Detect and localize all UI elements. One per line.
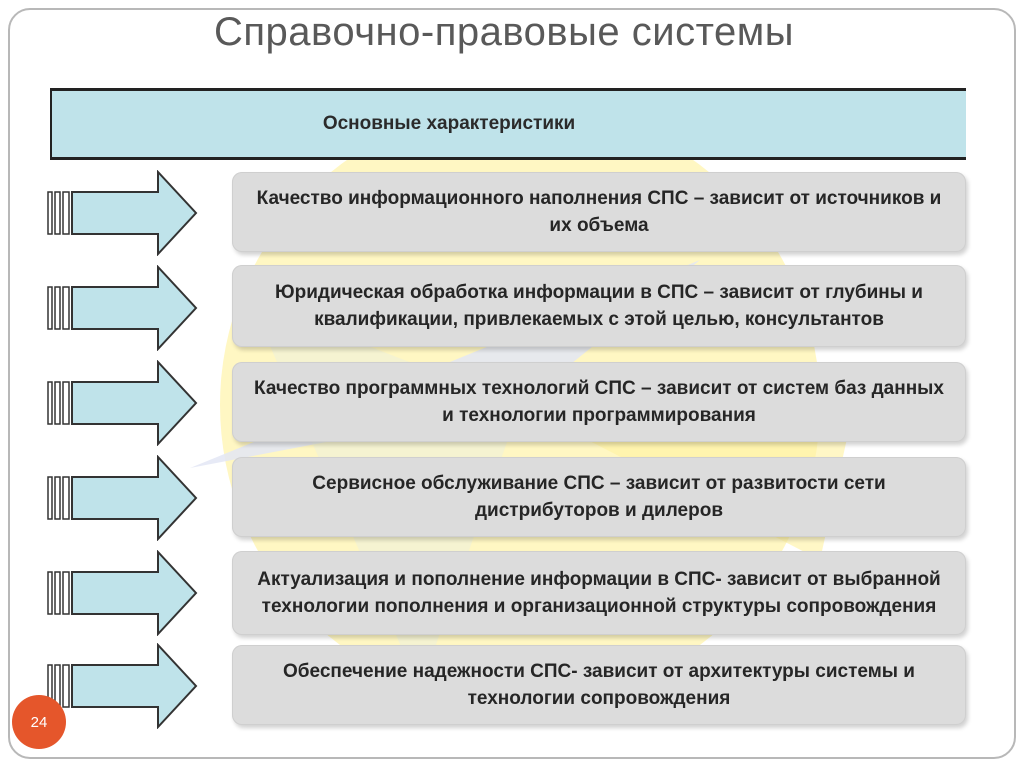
- characteristic-card: Сервисное обслуживание СПС – зависит от …: [232, 457, 966, 537]
- arrow-icon: [47, 265, 198, 351]
- arrow-icon: [47, 360, 198, 446]
- arrow-icon: [47, 643, 198, 729]
- characteristic-card: Юридическая обработка информации в СПС –…: [232, 265, 966, 347]
- characteristic-text: Актуализация и пополнение информации в С…: [257, 569, 941, 617]
- arrow-icon: [47, 455, 198, 541]
- characteristic-text: Обеспечение надежности СПС- зависит от а…: [283, 661, 915, 709]
- characteristic-card: Качество информационного наполнения СПС …: [232, 172, 966, 252]
- characteristic-text: Качество программных технологий СПС – за…: [254, 378, 944, 426]
- page-number-badge: 24: [12, 695, 66, 749]
- characteristic-text: Юридическая обработка информации в СПС –…: [275, 282, 923, 330]
- header-label: Основные характеристики: [322, 113, 576, 134]
- header-band: Основные характеристики: [50, 88, 966, 160]
- characteristic-card: Обеспечение надежности СПС- зависит от а…: [232, 645, 966, 725]
- characteristic-text: Качество информационного наполнения СПС …: [256, 188, 942, 236]
- characteristic-card: Актуализация и пополнение информации в С…: [232, 551, 966, 635]
- characteristic-card: Качество программных технологий СПС – за…: [232, 362, 966, 442]
- page-number: 24: [30, 713, 48, 731]
- slide-title: Справочно-правовые системы: [214, 10, 794, 54]
- arrow-icon: [47, 550, 198, 636]
- arrow-icon: [47, 170, 198, 256]
- characteristic-text: Сервисное обслуживание СПС – зависит от …: [312, 473, 886, 521]
